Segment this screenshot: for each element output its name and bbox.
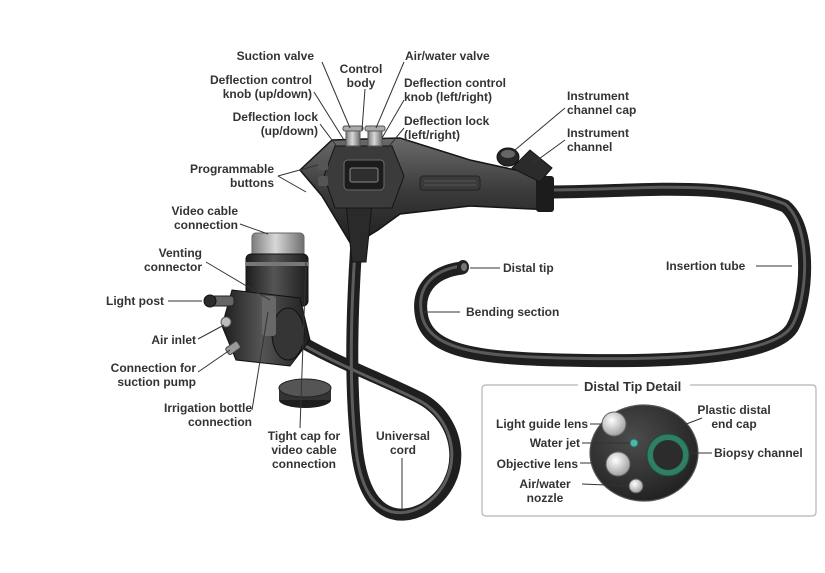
- label-irrigation-bottle-connection: Irrigation bottle connection: [136, 401, 252, 429]
- label-deflection-lock-updown: Deflection lock (up/down): [206, 110, 318, 138]
- label-video-cable-connection: Video cable connection: [148, 204, 238, 232]
- label-light-guide-lens: Light guide lens: [482, 417, 588, 431]
- label-air-inlet: Air inlet: [120, 333, 196, 347]
- suction-valve: [343, 126, 363, 146]
- label-programmable-buttons: Programmable buttons: [170, 162, 274, 190]
- air-water-nozzle: [629, 479, 643, 493]
- distal-tip-detail-title: Distal Tip Detail: [580, 379, 685, 394]
- light-guide-lens: [602, 412, 626, 436]
- label-suction-pump-connection: Connection for suction pump: [92, 361, 196, 389]
- label-biopsy-channel: Biopsy channel: [714, 446, 814, 460]
- label-plastic-end-cap: Plastic distal end cap: [686, 403, 782, 431]
- biopsy-channel: [647, 434, 689, 476]
- label-suction-valve: Suction valve: [210, 49, 314, 63]
- label-control-body: Control body: [332, 62, 390, 90]
- label-objective-lens: Objective lens: [482, 457, 578, 471]
- objective-lens: [606, 452, 630, 476]
- label-distal-tip: Distal tip: [503, 261, 583, 275]
- label-tight-cap: Tight cap for video cable connection: [256, 429, 352, 471]
- distal-tip: [457, 260, 469, 274]
- label-bending-section: Bending section: [466, 305, 576, 319]
- tight-cap: [279, 379, 331, 408]
- water-jet: [630, 439, 638, 447]
- instrument-channel-cap: [497, 148, 519, 166]
- label-instrument-channel-cap: Instrument channel cap: [567, 89, 667, 117]
- label-water-jet: Water jet: [500, 436, 580, 450]
- label-deflection-knob-updown: Deflection control knob (up/down): [186, 73, 312, 101]
- label-instrument-channel: Instrument channel: [567, 126, 667, 154]
- label-universal-cord: Universal cord: [368, 429, 438, 457]
- light-post: [204, 295, 234, 307]
- label-air-water-valve: Air/water valve: [405, 49, 515, 63]
- label-insertion-tube: Insertion tube: [666, 259, 758, 273]
- label-light-post: Light post: [84, 294, 164, 308]
- label-deflection-lock-leftright: Deflection lock (left/right): [404, 114, 516, 142]
- label-venting-connector: Venting connector: [130, 246, 202, 274]
- label-air-water-nozzle: Air/water nozzle: [510, 477, 580, 505]
- insertion-tube: [421, 187, 805, 360]
- air-water-valve: [365, 126, 385, 146]
- label-deflection-knob-leftright: Deflection control knob (left/right): [404, 76, 530, 104]
